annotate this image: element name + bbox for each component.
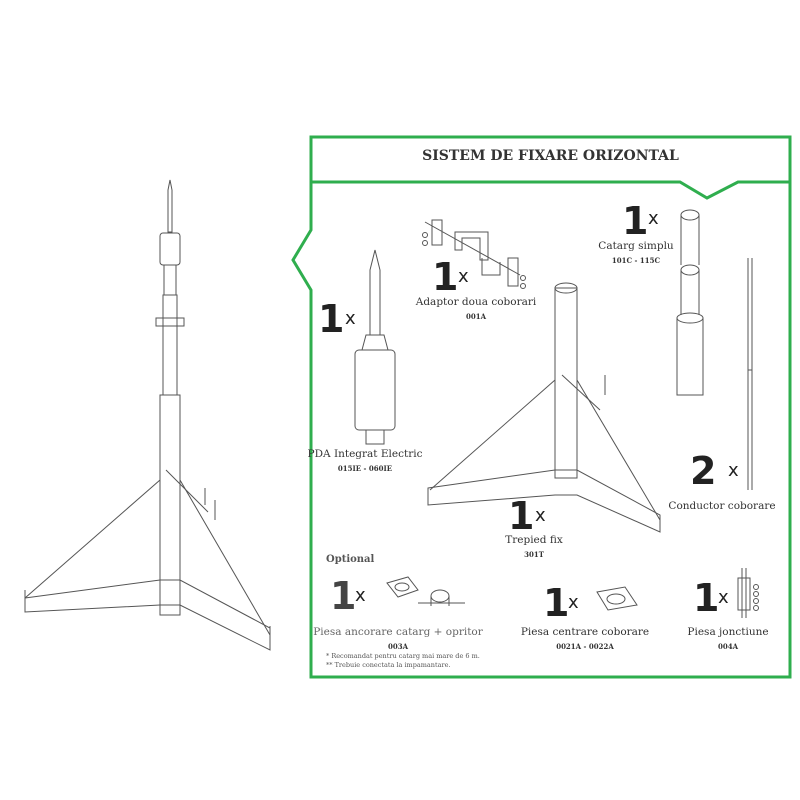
tripod-illustration <box>427 282 661 533</box>
centering-code: 0021A - 0022A <box>556 642 614 651</box>
tripod-code: 301T <box>524 550 544 559</box>
adapter-code: 001A <box>465 312 487 321</box>
junction-qty: 1 <box>693 576 720 620</box>
pda-illustration <box>354 249 396 445</box>
tripod-qty: 1 <box>508 494 535 538</box>
mast-code: 101C - 115C <box>611 256 661 265</box>
anchor-label: Piesa ancorare catarg + opritor <box>313 626 483 638</box>
centering-piece-illustration <box>596 586 638 611</box>
pda-qty: 1 <box>318 297 345 341</box>
anchor-code: 003A <box>387 642 409 651</box>
conductor-label: Conductor coborare <box>668 500 776 512</box>
tripod-label: Trepied fix <box>505 534 563 546</box>
adapter-times: x <box>458 266 469 287</box>
mast-qty: 1 <box>622 199 649 243</box>
junction-times: x <box>718 587 729 608</box>
mast-illustration <box>676 209 704 396</box>
conductor-times: x <box>728 460 739 481</box>
centering-label: Piesa centrare coborare <box>520 626 650 638</box>
centering-qty: 1 <box>543 581 570 625</box>
mast-times: x <box>648 208 659 229</box>
anchor-times: x <box>355 585 366 606</box>
assembled-mast-illustration <box>24 179 271 651</box>
footnote-1: * Recomandat pentru catarg mai mare de 6… <box>326 652 480 660</box>
pda-times: x <box>345 308 356 329</box>
footnote-2: ** Trebuie conectata la impamantare. <box>326 661 451 669</box>
conductor-illustration <box>747 258 753 490</box>
optional-heading: Optional <box>326 554 375 565</box>
adapter-illustration <box>422 219 526 289</box>
conductor-qty: 2 <box>690 449 717 493</box>
centering-times: x <box>568 592 579 613</box>
mast-label: Catarg simplu <box>598 240 674 252</box>
tripod-times: x <box>535 505 546 526</box>
junction-piece-illustration <box>737 568 759 618</box>
anchor-qty: 1 <box>330 574 357 618</box>
adapter-label: Adaptor doua coborari <box>415 296 537 308</box>
pda-label: PDA Integrat Electric <box>307 448 423 460</box>
anchor-piece-illustration <box>386 576 465 606</box>
junction-label: Piesa jonctiune <box>687 626 769 638</box>
pda-code: 015IE - 060IE <box>337 464 393 473</box>
diagram-title: SISTEM DE FIXARE ORIZONTAL <box>422 148 679 164</box>
junction-code: 004A <box>717 642 739 651</box>
green-frame <box>291 135 792 679</box>
adapter-qty: 1 <box>432 255 459 299</box>
